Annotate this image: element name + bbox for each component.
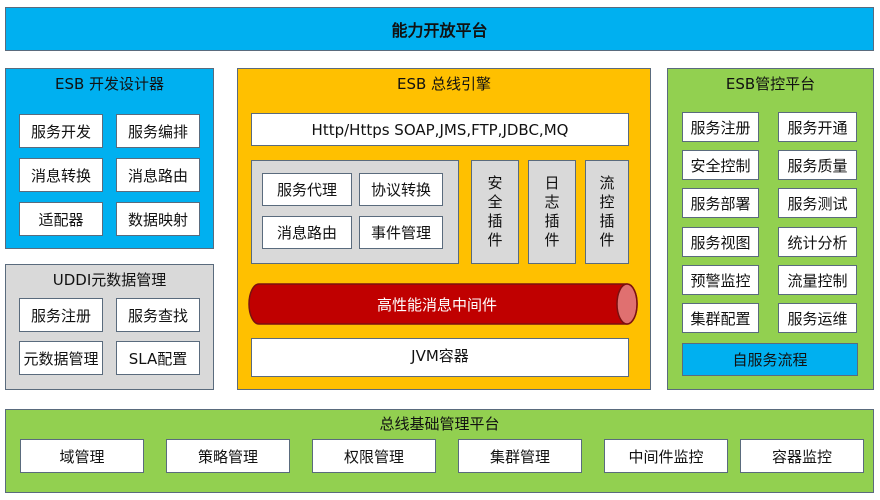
engine-core-item: 服务代理 [262,173,352,206]
protocols-box: Http/Https SOAP,JMS,FTP,JDBC,MQ [251,113,629,146]
uddi-title: UDDI元数据管理 [52,271,167,289]
control-item: 服务部署 [682,188,759,218]
control-item: 集群配置 [682,303,759,333]
jvm-container-box: JVM容器 [251,338,629,377]
designer-item: 服务编排 [116,114,200,148]
base-item: 域管理 [20,439,144,473]
uddi-item: 服务注册 [19,298,103,332]
control-item: 服务测试 [778,188,857,218]
engine-core-item: 协议转换 [359,173,443,206]
base-item: 策略管理 [166,439,290,473]
security-plugin: 安全插件 [471,160,519,264]
control-item: 流量控制 [778,265,857,295]
top-platform-bar: 能力开放平台 [5,7,874,51]
flow-control-plugin: 流控插件 [585,160,629,264]
control-item: 服务运维 [778,303,857,333]
log-plugin: 日志插件 [528,160,576,264]
middleware-label: 高性能消息中间件 [376,295,497,314]
designer-item: 服务开发 [19,114,103,148]
control-item: 服务注册 [682,112,759,142]
control-item: 统计分析 [778,227,857,257]
designer-item: 适配器 [19,202,103,236]
middleware-cylinder [248,283,638,325]
base-item: 容器监控 [740,439,864,473]
designer-item: 数据映射 [116,202,200,236]
uddi-item: SLA配置 [116,341,200,375]
esb-designer-title: ESB 开发设计器 [54,75,165,93]
uddi-panel: UDDI元数据管理 服务注册 服务查找 元数据管理 SLA配置 [5,264,214,390]
security-plugin-label: 安全插件 [487,174,503,249]
control-item: 预警监控 [682,265,759,295]
uddi-item: 元数据管理 [19,341,103,375]
designer-item: 消息路由 [116,158,200,192]
engine-core-item: 消息路由 [262,216,352,249]
esb-designer-panel: ESB 开发设计器 服务开发 服务编排 消息转换 消息路由 适配器 数据映射 [5,68,214,249]
engine-core-group: 服务代理 协议转换 消息路由 事件管理 [251,160,459,264]
base-item: 权限管理 [312,439,436,473]
uddi-item: 服务查找 [116,298,200,332]
engine-core-item: 事件管理 [359,216,443,249]
base-item: 中间件监控 [604,439,728,473]
control-item: 服务视图 [682,227,759,257]
esb-engine-title: ESB 总线引擎 [396,75,492,93]
designer-item: 消息转换 [19,158,103,192]
base-management-title: 总线基础管理平台 [379,415,500,433]
control-item: 服务开通 [778,112,857,142]
esb-control-panel: ESB管控平台 服务注册 服务开通 安全控制 服务质量 服务部署 服务测试 服务… [667,68,874,390]
esb-engine-panel: ESB 总线引擎 Http/Https SOAP,JMS,FTP,JDBC,MQ… [237,68,651,390]
log-plugin-label: 日志插件 [544,174,560,249]
top-platform-title: 能力开放平台 [391,21,488,40]
control-item: 服务质量 [778,150,857,180]
esb-control-title: ESB管控平台 [725,75,816,93]
base-management-panel: 总线基础管理平台 域管理 策略管理 权限管理 集群管理 中间件监控 容器监控 [5,409,874,493]
self-service-flow-box: 自服务流程 [682,343,858,376]
flow-control-plugin-label: 流控插件 [599,174,615,249]
base-item: 集群管理 [458,439,582,473]
control-item: 安全控制 [682,150,759,180]
